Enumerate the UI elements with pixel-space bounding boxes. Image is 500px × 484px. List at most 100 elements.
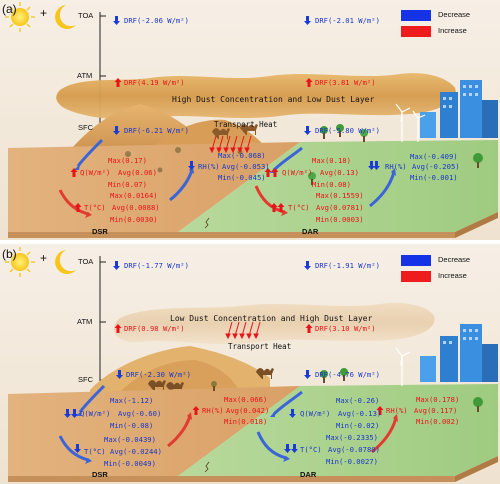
drf-dar-atm: DRF(3.81 W/m²) xyxy=(315,78,376,87)
dar-q-max: Max(-0.26) xyxy=(336,396,380,405)
drf-dsr-toa: DRF(-2.06 W/m²) xyxy=(124,16,189,25)
level-toa: TOA xyxy=(78,11,94,20)
dsr-q-max: Max(-1.12) xyxy=(110,396,154,405)
drf-dar-sfc: DRF(-4.76 W/m²) xyxy=(315,370,380,379)
drf-dsr-atm: DRF(4.19 W/m²) xyxy=(124,78,185,87)
dar-t-avg: Avg(-0.0780) xyxy=(328,445,380,454)
dsr-q-max: Max(0.17) xyxy=(108,156,147,165)
level-atm: ATM xyxy=(77,317,93,326)
drf-dsr-atm: DRF(0.98 W/m²) xyxy=(124,324,185,333)
panel-label: (a) xyxy=(2,2,17,16)
city-icon xyxy=(420,324,498,382)
dar-t-label: T(°C) xyxy=(300,445,322,454)
dsr-rh-label: RH(%) xyxy=(198,162,220,171)
dar-q-avg: Avg(-0.13) xyxy=(338,409,382,418)
city-icon xyxy=(420,80,498,138)
drf-dsr-toa: DRF(-1.77 W/m²) xyxy=(124,261,189,270)
sun-icon xyxy=(5,247,35,277)
level-toa: TOA xyxy=(78,257,94,266)
dar-rh-label: RH(%) xyxy=(386,406,408,415)
dar-t-min: Min(0.0003) xyxy=(316,215,364,224)
dar-t-label: T(°C) xyxy=(288,203,310,212)
drf-dar-toa: DRF(-2.01 W/m²) xyxy=(315,16,380,25)
dsr-q-min: Min(0.07) xyxy=(108,180,147,189)
dsr-rh-min: Min(0.018) xyxy=(224,417,268,426)
level-atm: ATM xyxy=(77,71,93,80)
drf-dsr-sfc: DRF(-6.21 W/m²) xyxy=(124,126,189,135)
sun-icon xyxy=(5,2,35,32)
dsr-t-min: Min(0.0030) xyxy=(110,215,158,224)
dsr-t-avg: Avg(0.0088) xyxy=(112,203,160,212)
dsr-rh-min: Min(-0.045) xyxy=(218,173,266,182)
dar-rh-avg: Avg(-0.205) xyxy=(412,162,460,171)
panel-label: (b) xyxy=(2,247,17,261)
wind-turbine-icon xyxy=(395,103,426,142)
dar-q-min: Min(-0.02) xyxy=(336,421,380,430)
down-arrow-icon xyxy=(225,321,261,340)
dar-rh-min: Min(-0.001) xyxy=(410,173,458,182)
dar-rh-avg: Avg(0.117) xyxy=(414,406,458,415)
dsr-t-label: T(°C) xyxy=(84,447,106,456)
region-label-dar: DAR xyxy=(300,470,317,479)
drf-dsr-sfc: DRF(-2.30 W/m²) xyxy=(126,370,191,379)
dar-rh-max: Max(0.178) xyxy=(416,395,460,404)
panel-a-graphics xyxy=(0,0,500,240)
down-arrow-icon xyxy=(209,135,252,154)
plus-sign: + xyxy=(40,251,48,265)
dsr-rh-avg: Avg(-0.053) xyxy=(222,162,270,171)
dsr-t-min: Min(-0.0049) xyxy=(104,459,156,468)
dar-t-min: Min(-0.0027) xyxy=(326,457,378,466)
region-label-dsr: DSR xyxy=(92,227,108,236)
level-sfc: SFC xyxy=(78,375,93,384)
dar-q-min: Min(0.08) xyxy=(312,180,351,189)
dar-q-max: Max(0.18) xyxy=(312,156,351,165)
dust-band-text: High Dust Concentration and Low Dust Lay… xyxy=(172,95,375,104)
panel-b-graphics xyxy=(0,244,500,484)
transport-heat-label: Transport Heat xyxy=(214,120,278,129)
legend-decrease: Decrease xyxy=(438,10,471,19)
dsr-q-min: Min(-0.08) xyxy=(110,421,154,430)
dar-rh-label: RH(%) xyxy=(385,162,407,171)
dsr-t-max: Max(0.0164) xyxy=(110,191,158,200)
camel-icon xyxy=(212,124,258,139)
dsr-t-avg: Avg(-0.0244) xyxy=(110,447,162,456)
legend-decrease: Decrease xyxy=(438,255,471,264)
dsr-t-max: Max(-0.0439) xyxy=(104,435,156,444)
region-label-dsr: DSR xyxy=(92,470,108,479)
drf-dar-toa: DRF(-1.91 W/m²) xyxy=(315,261,380,270)
dust-band-text: Low Dust Concentration and High Dust Lay… xyxy=(170,314,373,323)
drf-dar-sfc: DRF(-5.80 W/m²) xyxy=(315,126,380,135)
dar-q-label: Q(W/m²) xyxy=(300,409,331,418)
legend-increase: Increase xyxy=(438,271,467,280)
level-sfc: SFC xyxy=(78,123,93,132)
dar-rh-max: Max(-0.409) xyxy=(410,152,458,161)
dar-q-avg: Avg(0.13) xyxy=(320,168,359,177)
dsr-q-label: Q(W/m²) xyxy=(80,168,111,177)
dsr-q-avg: Avg(-0.60) xyxy=(118,409,162,418)
dar-t-max: Max(-0.2335) xyxy=(326,433,378,442)
dar-rh-min: Min(0.002) xyxy=(416,417,460,426)
plus-sign: + xyxy=(40,6,48,20)
dsr-rh-avg: Avg(0.042) xyxy=(226,406,270,415)
moon-icon xyxy=(55,250,76,274)
transport-heat-label: Transport Heat xyxy=(228,342,292,351)
region-label-dar: DAR xyxy=(302,227,319,236)
tree-icon xyxy=(308,124,483,185)
dar-t-avg: Avg(0.0781) xyxy=(316,203,364,212)
tree-icon xyxy=(211,368,483,412)
dsr-rh-max: Max(-0.068) xyxy=(218,151,266,160)
drf-dar-atm: DRF(3.10 W/m²) xyxy=(315,324,376,333)
dar-t-max: Max(0.1559) xyxy=(316,191,364,200)
arrow-glyphs xyxy=(64,16,384,453)
dsr-rh-max: Max(0.066) xyxy=(224,395,268,404)
dsr-q-avg: Avg(0.06) xyxy=(118,168,157,177)
dsr-q-label: Q(W/m²) xyxy=(80,409,111,418)
moon-icon xyxy=(55,5,76,29)
dsr-rh-label: RH(%) xyxy=(202,406,224,415)
dar-q-label: Q(W/m²) xyxy=(282,168,313,177)
wind-turbine-icon xyxy=(395,347,411,386)
dsr-t-label: T(°C) xyxy=(84,203,106,212)
legend-increase: Increase xyxy=(438,26,467,35)
